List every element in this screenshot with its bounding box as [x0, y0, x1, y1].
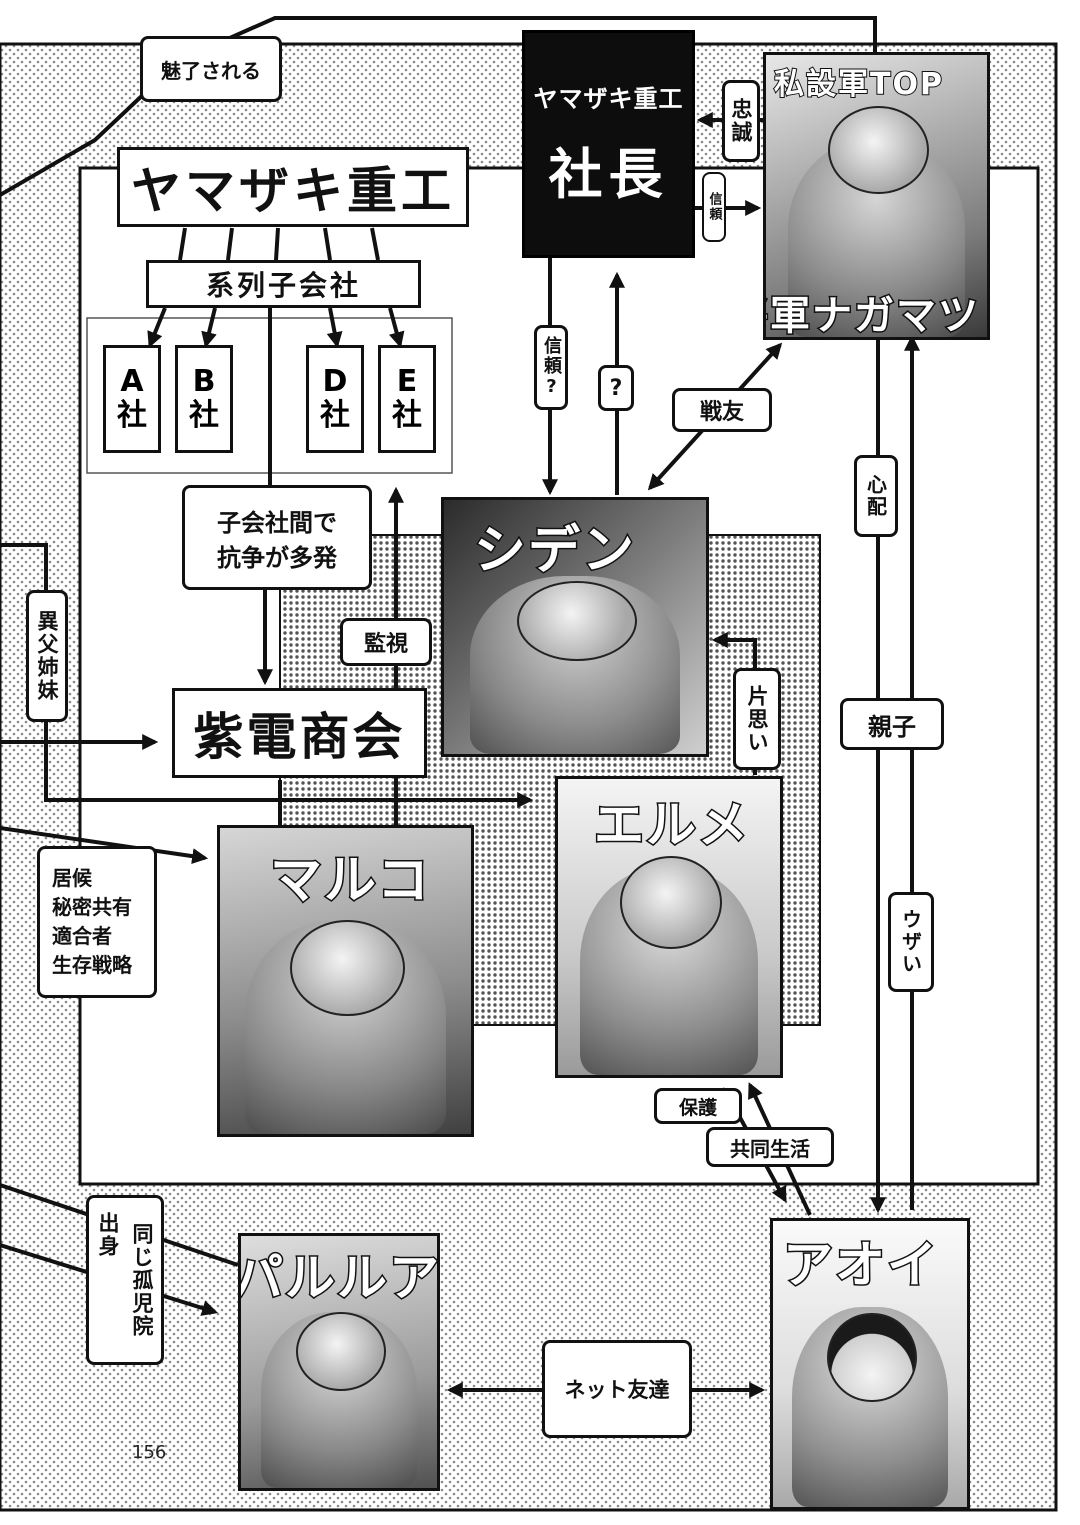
subsidiary-b-suffix: 社 [189, 398, 219, 433]
trust-question-label: 信頼? [534, 325, 568, 410]
conflict-label: 子会社間で 抗争が多発 [182, 485, 372, 590]
president-title-label: 社長 [548, 143, 669, 206]
elme-head [620, 855, 722, 949]
subsidiary-e: E 社 [378, 345, 436, 453]
parurua-portrait: パルルア [238, 1233, 440, 1491]
nagamatsu-portrait: 私設軍TOP 将軍ナガマツ [763, 52, 990, 340]
nagamatsu-head [827, 105, 930, 195]
page-number: 156 [132, 1442, 167, 1463]
yamazaki-heavy-box: ヤマザキ重工 [117, 147, 469, 227]
question-label: ? [598, 365, 634, 411]
freeloader-label: 居候 秘密共有 適合者 生存戦略 [37, 846, 157, 998]
subsidiary-b: B 社 [175, 345, 233, 453]
subsidiary-e-letter: E [396, 364, 418, 399]
cohabitation-label: 共同生活 [706, 1127, 834, 1167]
nagamatsu-title-label: 私設軍TOP [773, 66, 944, 103]
affiliates-box: 系列子会社 [146, 260, 421, 308]
parent-child-label: 親子 [840, 698, 944, 750]
parurua-name-label: パルルア [238, 1248, 440, 1309]
parurua-head [295, 1311, 387, 1392]
surveillance-label: 監視 [340, 618, 432, 666]
one-sided-love-label: 片思い [733, 668, 781, 770]
yamazaki-president-box: ヤマザキ重工 社長 [522, 30, 695, 258]
loyalty-label: 忠誠 [722, 80, 760, 162]
subsidiary-d: D 社 [306, 345, 364, 453]
elme-portrait: エルメ [555, 776, 783, 1078]
subsidiary-a-suffix: 社 [117, 398, 147, 433]
net-friends-label: ネット友達 [542, 1340, 692, 1438]
affiliates-label: 系列子会社 [205, 269, 361, 302]
subsidiary-e-suffix: 社 [392, 398, 422, 433]
nagamatsu-name-label: 将軍ナガマツ [766, 292, 980, 339]
same-orphanage-label: 同じ孤児院 出身 [86, 1195, 164, 1365]
shiden-name-label: シデン [472, 520, 637, 583]
aoi-head [827, 1312, 917, 1403]
subsidiary-a-letter: A [120, 364, 144, 399]
marco-name-label: マルコ [269, 850, 431, 913]
marco-head [290, 919, 405, 1016]
aoi-portrait: アオイ [770, 1218, 970, 1510]
protection-label: 保護 [654, 1088, 742, 1124]
yamazaki-heavy-label: ヤマザキ重工 [131, 162, 455, 220]
subsidiary-d-suffix: 社 [320, 398, 350, 433]
subsidiary-a: A 社 [103, 345, 161, 453]
shiden-portrait: シデン [441, 497, 709, 757]
annoying-label: ウザい [888, 892, 934, 992]
shiden-trading-label: 紫電商会 [193, 708, 406, 766]
half-sisters-label: 異父姉妹 [26, 590, 68, 722]
comrade-label: 戦友 [672, 388, 772, 432]
aoi-name-label: アオイ [782, 1235, 939, 1296]
worry-label: 心配 [854, 455, 898, 537]
charmed-label: 魅了される [140, 36, 282, 102]
subsidiary-b-letter: B [192, 364, 216, 399]
shiden-trading-box: 紫電商会 [172, 688, 427, 778]
president-company-label: ヤマザキ重工 [533, 85, 684, 113]
elme-name-label: エルメ [593, 795, 750, 856]
shiden-head [517, 581, 637, 662]
marco-portrait: マルコ [217, 825, 474, 1137]
subsidiary-d-letter: D [322, 364, 348, 399]
trust-label: 信頼 [702, 172, 726, 242]
